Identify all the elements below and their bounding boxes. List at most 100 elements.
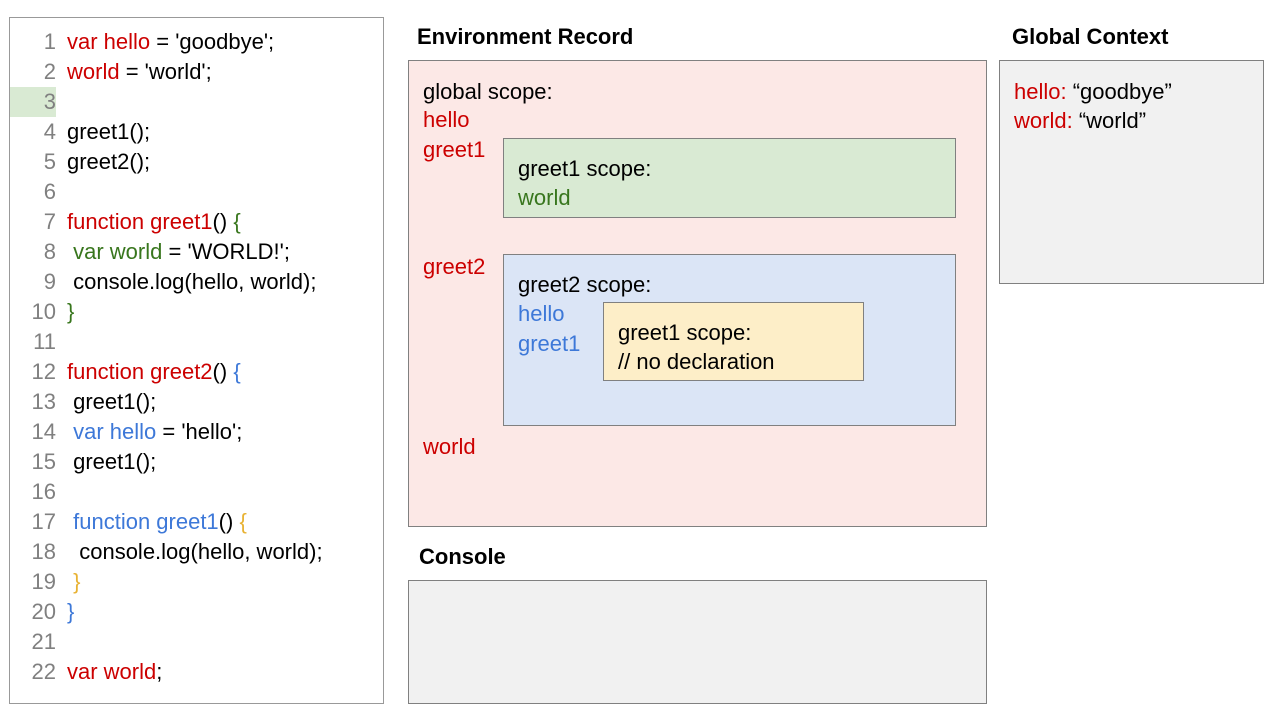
- code-line-text: greet2();: [56, 147, 150, 177]
- code-line-text: greet1();: [56, 387, 156, 417]
- code-line[interactable]: 8 var world = 'WORLD!';: [10, 237, 383, 267]
- greet1-inner-scope-note: // no declaration: [618, 349, 775, 374]
- line-number: 22: [31, 659, 56, 684]
- line-number: 20: [31, 599, 56, 624]
- greet2-scope-heading: greet2 scope:: [518, 272, 652, 297]
- code-line[interactable]: 21: [10, 627, 383, 657]
- global-context-entry-hello: hello: “goodbye”: [1014, 79, 1172, 105]
- code-line-text: world = 'world';: [56, 57, 212, 87]
- code-line-text: }: [56, 567, 80, 597]
- line-number: 7: [43, 209, 56, 234]
- global-context-value-world: “world”: [1078, 108, 1147, 133]
- code-token: var hello: [73, 419, 157, 444]
- code-token: greet1();: [67, 389, 157, 414]
- code-token: console.log(hello, world);: [67, 269, 317, 294]
- code-token: {: [239, 509, 247, 534]
- code-token: = 'hello';: [156, 419, 243, 444]
- code-line[interactable]: 11: [10, 327, 383, 357]
- code-token: greet1();: [67, 449, 157, 474]
- code-token: {: [233, 359, 241, 384]
- console-title: Console: [419, 544, 506, 569]
- code-line-text: var world = 'WORLD!';: [56, 237, 290, 267]
- line-number: 11: [33, 329, 56, 354]
- line-number: 5: [43, 149, 56, 174]
- code-line-text: }: [56, 297, 74, 327]
- code-token: var hello: [67, 29, 151, 54]
- code-line-text: var hello = 'goodbye';: [56, 27, 274, 57]
- global-scope-var-hello: hello: [423, 107, 470, 132]
- code-token: ;: [156, 659, 163, 684]
- greet1-scope-heading: greet1 scope:: [518, 156, 652, 181]
- greet2-scope-box: greet2 scope: hello greet1 greet1 scope:…: [503, 254, 956, 426]
- code-token: function greet1: [67, 209, 213, 234]
- line-number: 18: [31, 539, 56, 564]
- greet1-scope-var-world: world: [518, 185, 571, 210]
- code-line[interactable]: 18 console.log(hello, world);: [10, 537, 383, 567]
- code-token: function greet2: [67, 359, 213, 384]
- code-token: }: [73, 569, 81, 594]
- code-line-text: function greet2() {: [56, 357, 241, 387]
- code-line-text: greet1();: [56, 117, 150, 147]
- line-number: 16: [31, 479, 56, 504]
- greet2-scope-var-greet1: greet1: [518, 331, 581, 356]
- code-line[interactable]: 19 }: [10, 567, 383, 597]
- code-line-text: var world;: [56, 657, 162, 687]
- line-number: 8: [43, 239, 56, 264]
- greet1-scope-box: greet1 scope: world: [503, 138, 956, 218]
- code-token: var world: [73, 239, 163, 264]
- code-line[interactable]: 17 function greet1() {: [10, 507, 383, 537]
- code-line[interactable]: 6: [10, 177, 383, 207]
- code-token: }: [67, 299, 75, 324]
- greet1-inner-scope-heading: greet1 scope:: [618, 320, 752, 345]
- global-scope-var-greet1: greet1: [423, 137, 486, 162]
- code-line[interactable]: 15 greet1();: [10, 447, 383, 477]
- line-number: 14: [31, 419, 56, 444]
- code-token: }: [67, 599, 75, 624]
- code-token: function greet1: [73, 509, 219, 534]
- code-line[interactable]: 20}: [10, 597, 383, 627]
- code-token: (): [212, 209, 234, 234]
- global-context-key-hello: hello:: [1014, 79, 1067, 104]
- line-number: 2: [43, 59, 56, 84]
- line-number: 13: [31, 389, 56, 414]
- code-line[interactable]: 16: [10, 477, 383, 507]
- line-number: 17: [31, 509, 56, 534]
- code-line[interactable]: 13 greet1();: [10, 387, 383, 417]
- code-line-text: console.log(hello, world);: [56, 537, 323, 567]
- global-scope-var-world: world: [423, 434, 476, 459]
- global-scope-var-greet2: greet2: [423, 254, 486, 279]
- code-token: world: [67, 59, 120, 84]
- greet2-scope-var-hello: hello: [518, 301, 565, 326]
- code-line-text: function greet1() {: [56, 507, 247, 537]
- line-number: 10: [31, 299, 56, 324]
- line-number: 9: [43, 269, 56, 294]
- code-line-text: console.log(hello, world);: [56, 267, 316, 297]
- environment-record-box: global scope: hello greet1 greet2 world …: [408, 60, 987, 527]
- code-line[interactable]: 9 console.log(hello, world);: [10, 267, 383, 297]
- code-token: = 'goodbye';: [150, 29, 275, 54]
- line-number: 12: [31, 359, 56, 384]
- code-token: {: [233, 209, 241, 234]
- code-line[interactable]: 3: [10, 87, 383, 117]
- code-token: = 'WORLD!';: [162, 239, 290, 264]
- global-context-entry-world: world: “world”: [1014, 108, 1146, 134]
- console-output-box[interactable]: [408, 580, 987, 704]
- global-context-value-hello: “goodbye”: [1072, 79, 1172, 104]
- global-scope-heading: global scope:: [423, 79, 553, 104]
- code-line[interactable]: 14 var hello = 'hello';: [10, 417, 383, 447]
- code-token: console.log(hello, world);: [67, 539, 323, 564]
- code-line[interactable]: 10}: [10, 297, 383, 327]
- line-number: 15: [31, 449, 56, 474]
- line-number: 3: [10, 87, 56, 117]
- code-line-text: function greet1() {: [56, 207, 241, 237]
